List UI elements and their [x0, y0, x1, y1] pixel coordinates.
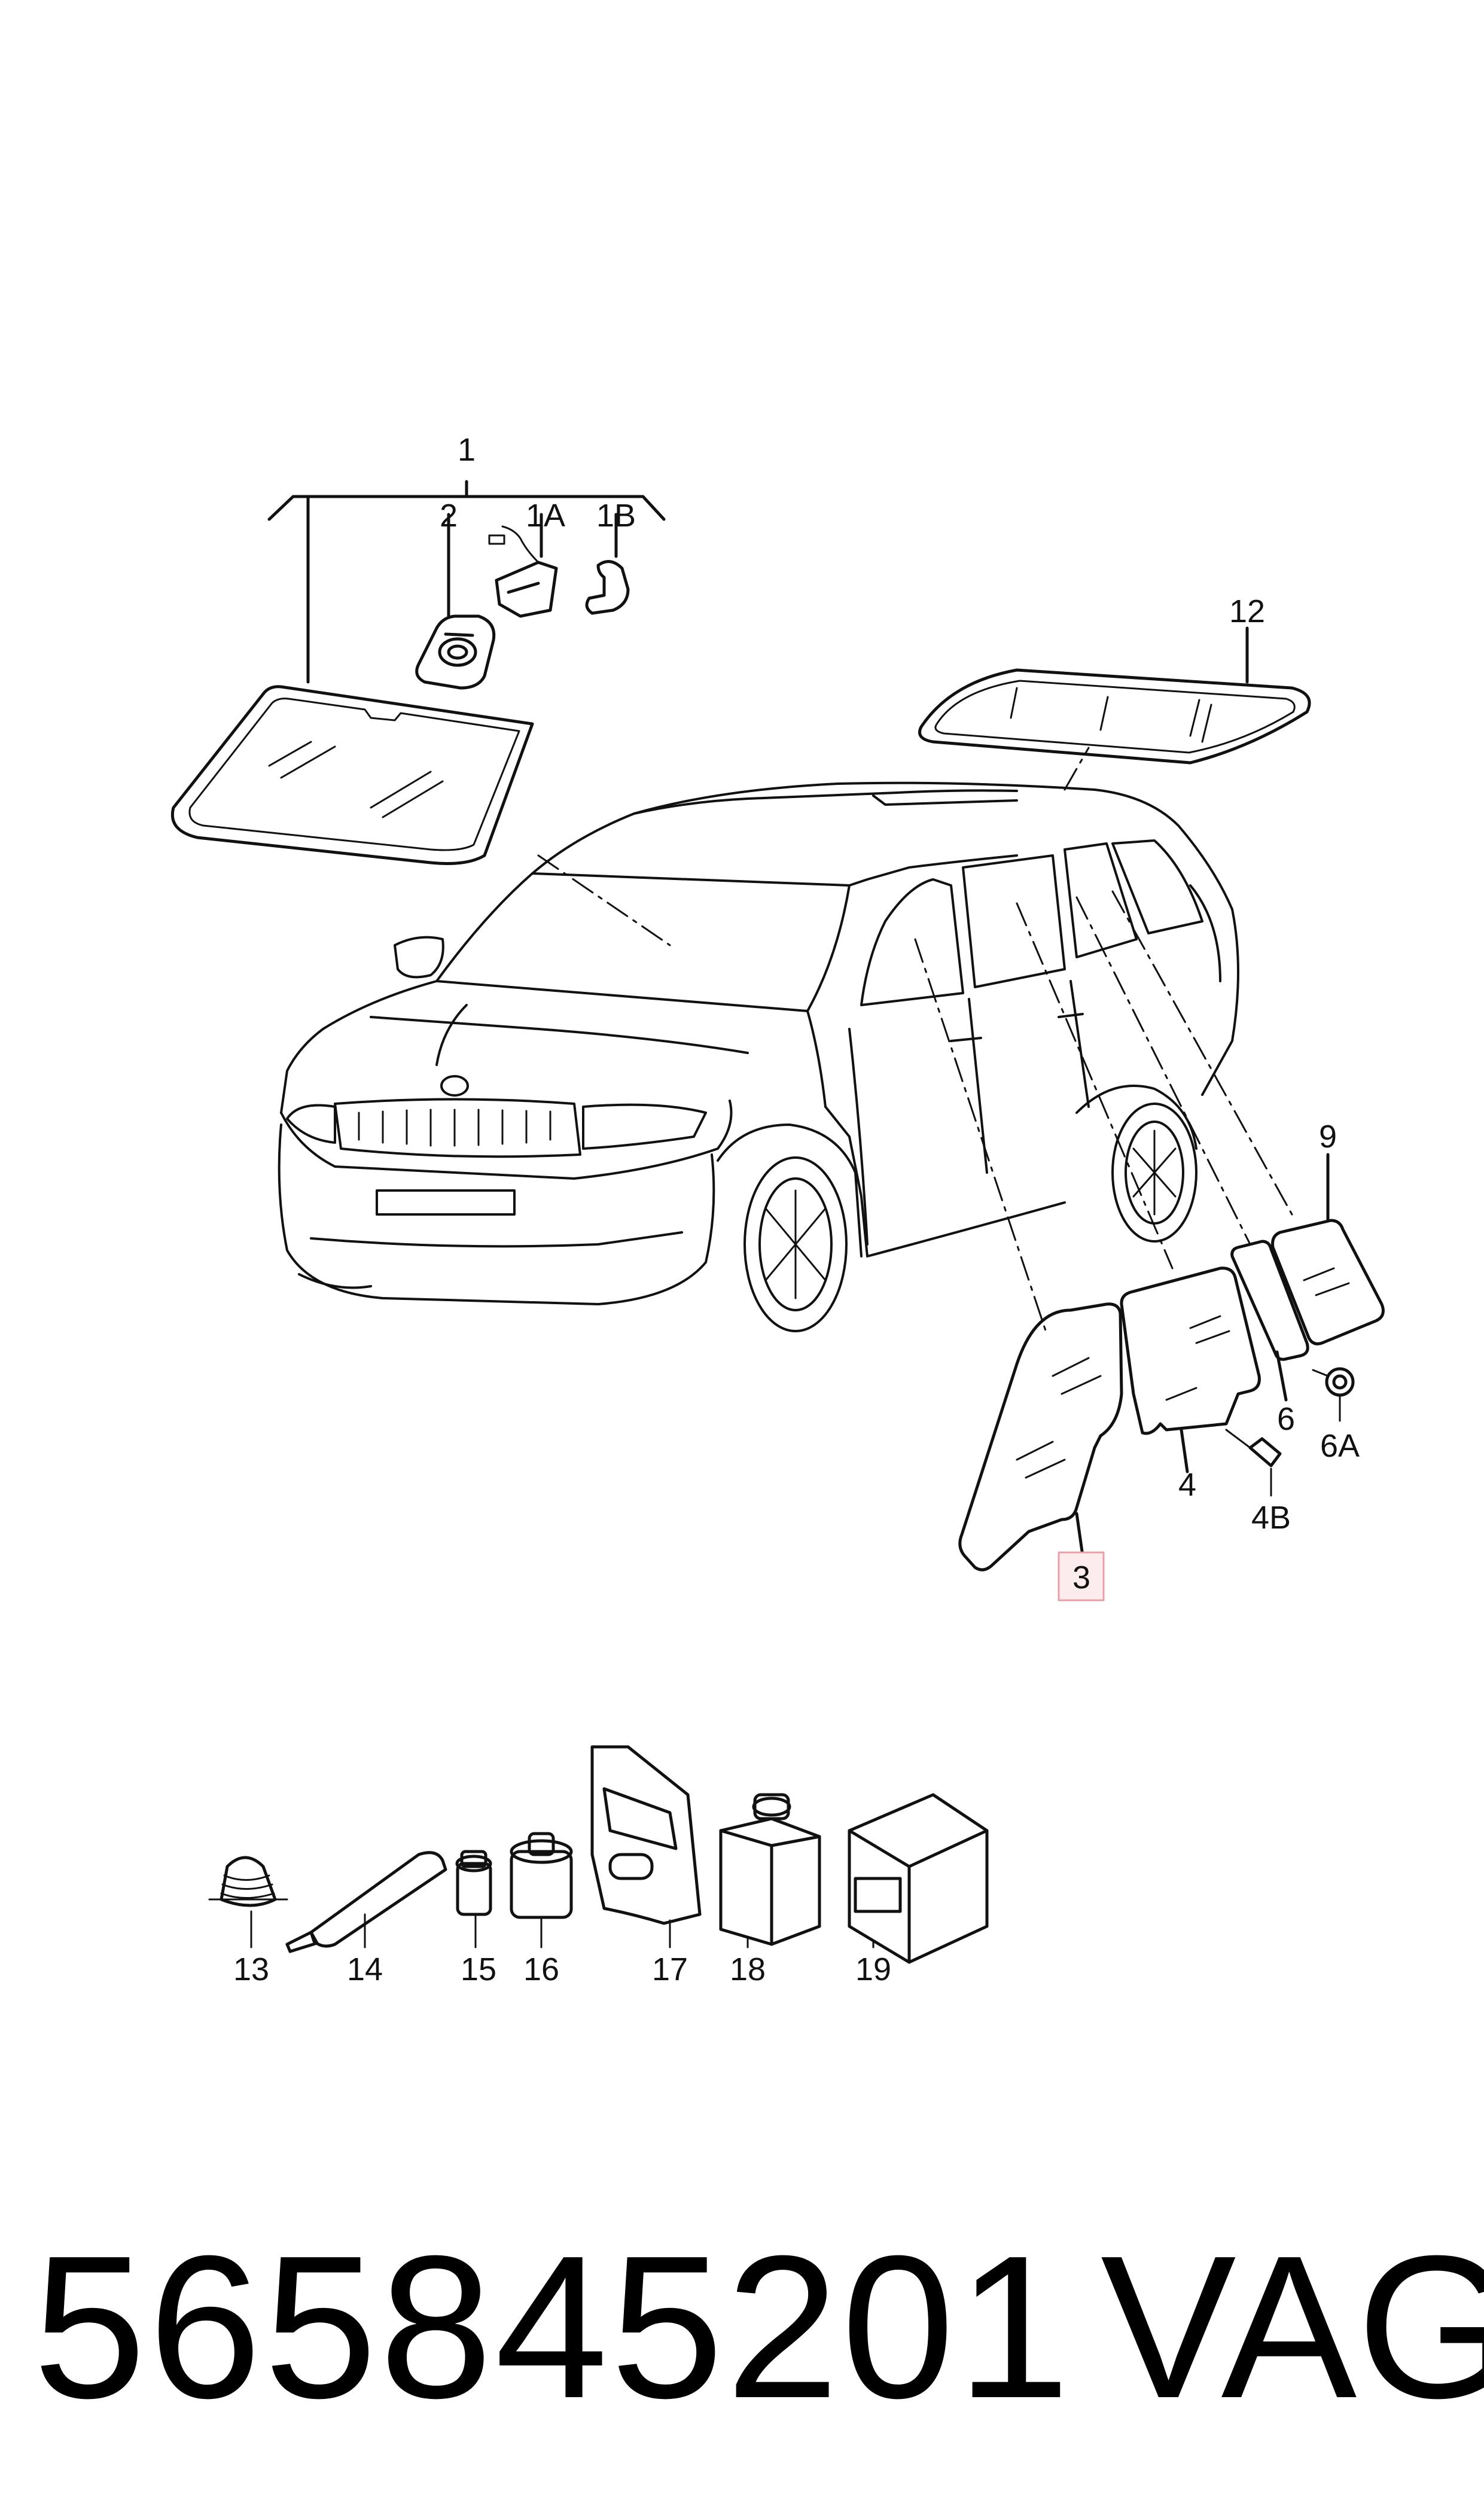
label-part-6: 6 — [1277, 1401, 1295, 1437]
label-part-14: 14 — [347, 1951, 383, 1987]
part-3-highlight-box — [1058, 1551, 1105, 1601]
label-part-1: 1 — [458, 432, 476, 468]
clip-6a — [1312, 1367, 1355, 1422]
label-part-6a: 6A — [1320, 1428, 1360, 1464]
label-part-4: 4 — [1178, 1467, 1196, 1503]
accessory-17-pouch — [590, 1745, 702, 1925]
label-part-19: 19 — [855, 1951, 891, 1987]
part-number: 565845201 — [33, 2213, 1072, 2441]
label-part-18: 18 — [730, 1951, 766, 1987]
label-part-1b: 1B — [596, 498, 636, 534]
sensor-housing — [415, 614, 496, 690]
label-part-16: 16 — [523, 1951, 559, 1987]
accessory-19-box — [848, 1793, 989, 1964]
accessory-16-can — [510, 1832, 573, 1919]
accessory-14-tube — [285, 1851, 447, 1953]
label-part-13: 13 — [233, 1951, 269, 1987]
accessory-18-bottle — [719, 1793, 821, 1946]
label-part-2: 2 — [440, 498, 458, 534]
accessory-15-bottle — [455, 1850, 492, 1916]
label-part-9: 9 — [1319, 1119, 1337, 1155]
rear-door-fixed-glass — [1230, 1240, 1309, 1402]
label-part-3: 3 — [1072, 1560, 1090, 1596]
clip-4b — [1225, 1429, 1282, 1497]
clip-1b — [585, 560, 630, 615]
brand-name: VAG — [1101, 2213, 1484, 2441]
label-part-1a: 1A — [526, 498, 565, 534]
label-part-17: 17 — [652, 1951, 688, 1987]
rear-quarter-glass — [1271, 1153, 1385, 1345]
bracket-1a — [488, 525, 558, 618]
front-door-glass — [958, 1302, 1123, 1572]
label-part-4b: 4B — [1251, 1500, 1291, 1536]
label-part-12: 12 — [1229, 593, 1265, 629]
accessory-13 — [208, 1856, 288, 1907]
projection-lines — [537, 747, 1293, 1335]
vehicle-outline — [278, 781, 1239, 1332]
label-part-15: 15 — [461, 1951, 496, 1987]
rear-door-glass — [1120, 1266, 1261, 1473]
accessory-leaders — [250, 1910, 874, 1948]
windscreen-group-bracket — [267, 480, 666, 684]
windscreen — [170, 685, 534, 865]
rear-window — [918, 626, 1311, 765]
